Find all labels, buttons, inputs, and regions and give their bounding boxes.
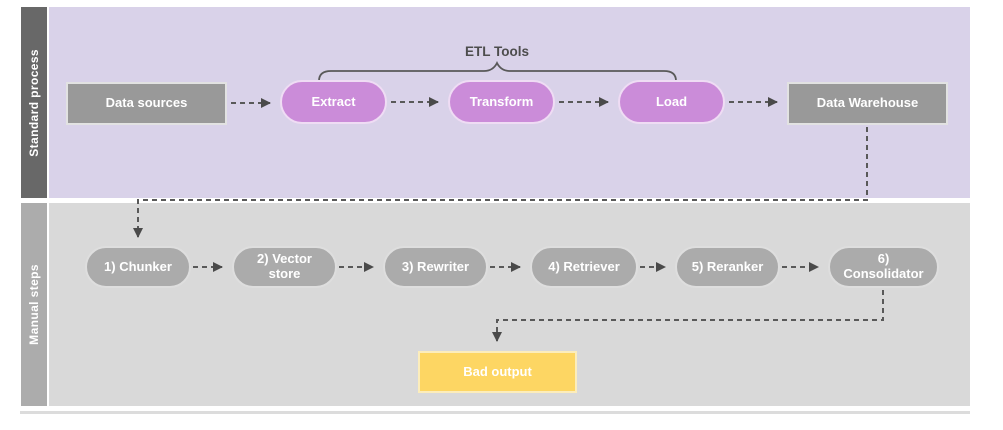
node-load: Load: [618, 80, 725, 124]
lane-manual-steps-label: Manual steps: [27, 264, 41, 345]
lane-standard-process-label: Standard process: [27, 48, 41, 157]
node-bad-output-label: Bad output: [463, 363, 532, 379]
node-reranker: 5) Reranker: [675, 246, 780, 288]
node-data-sources: Data sources: [66, 82, 227, 125]
lane-manual-steps-strip: Manual steps: [21, 203, 47, 406]
node-extract: Extract: [280, 80, 387, 124]
node-reranker-label: 5) Reranker: [691, 258, 764, 274]
node-bad-output: Bad output: [418, 351, 577, 393]
node-chunker: 1) Chunker: [85, 246, 191, 288]
node-transform: Transform: [448, 80, 555, 124]
node-consolidator-label: 6) Consolidator: [843, 251, 924, 281]
node-extract-label: Extract: [311, 93, 356, 109]
lane-standard-process-strip: Standard process: [21, 7, 47, 198]
node-vector-store: 2) Vector store: [232, 246, 337, 288]
node-data-sources-label: Data sources: [105, 95, 188, 111]
node-load-label: Load: [655, 93, 688, 109]
node-rewriter-label: 3) Rewriter: [401, 258, 470, 274]
node-transform-label: Transform: [469, 93, 534, 109]
etl-tools-group-label: ETL Tools: [465, 44, 529, 59]
node-data-warehouse: Data Warehouse: [787, 82, 948, 125]
node-retriever-label: 4) Retriever: [548, 258, 620, 274]
node-consolidator: 6) Consolidator: [828, 246, 939, 288]
node-data-warehouse-label: Data Warehouse: [816, 95, 919, 111]
node-rewriter: 3) Rewriter: [383, 246, 488, 288]
bottom-divider-line: [20, 411, 970, 414]
node-vector-store-label: 2) Vector store: [257, 251, 312, 281]
node-chunker-label: 1) Chunker: [104, 258, 172, 274]
node-retriever: 4) Retriever: [530, 246, 638, 288]
